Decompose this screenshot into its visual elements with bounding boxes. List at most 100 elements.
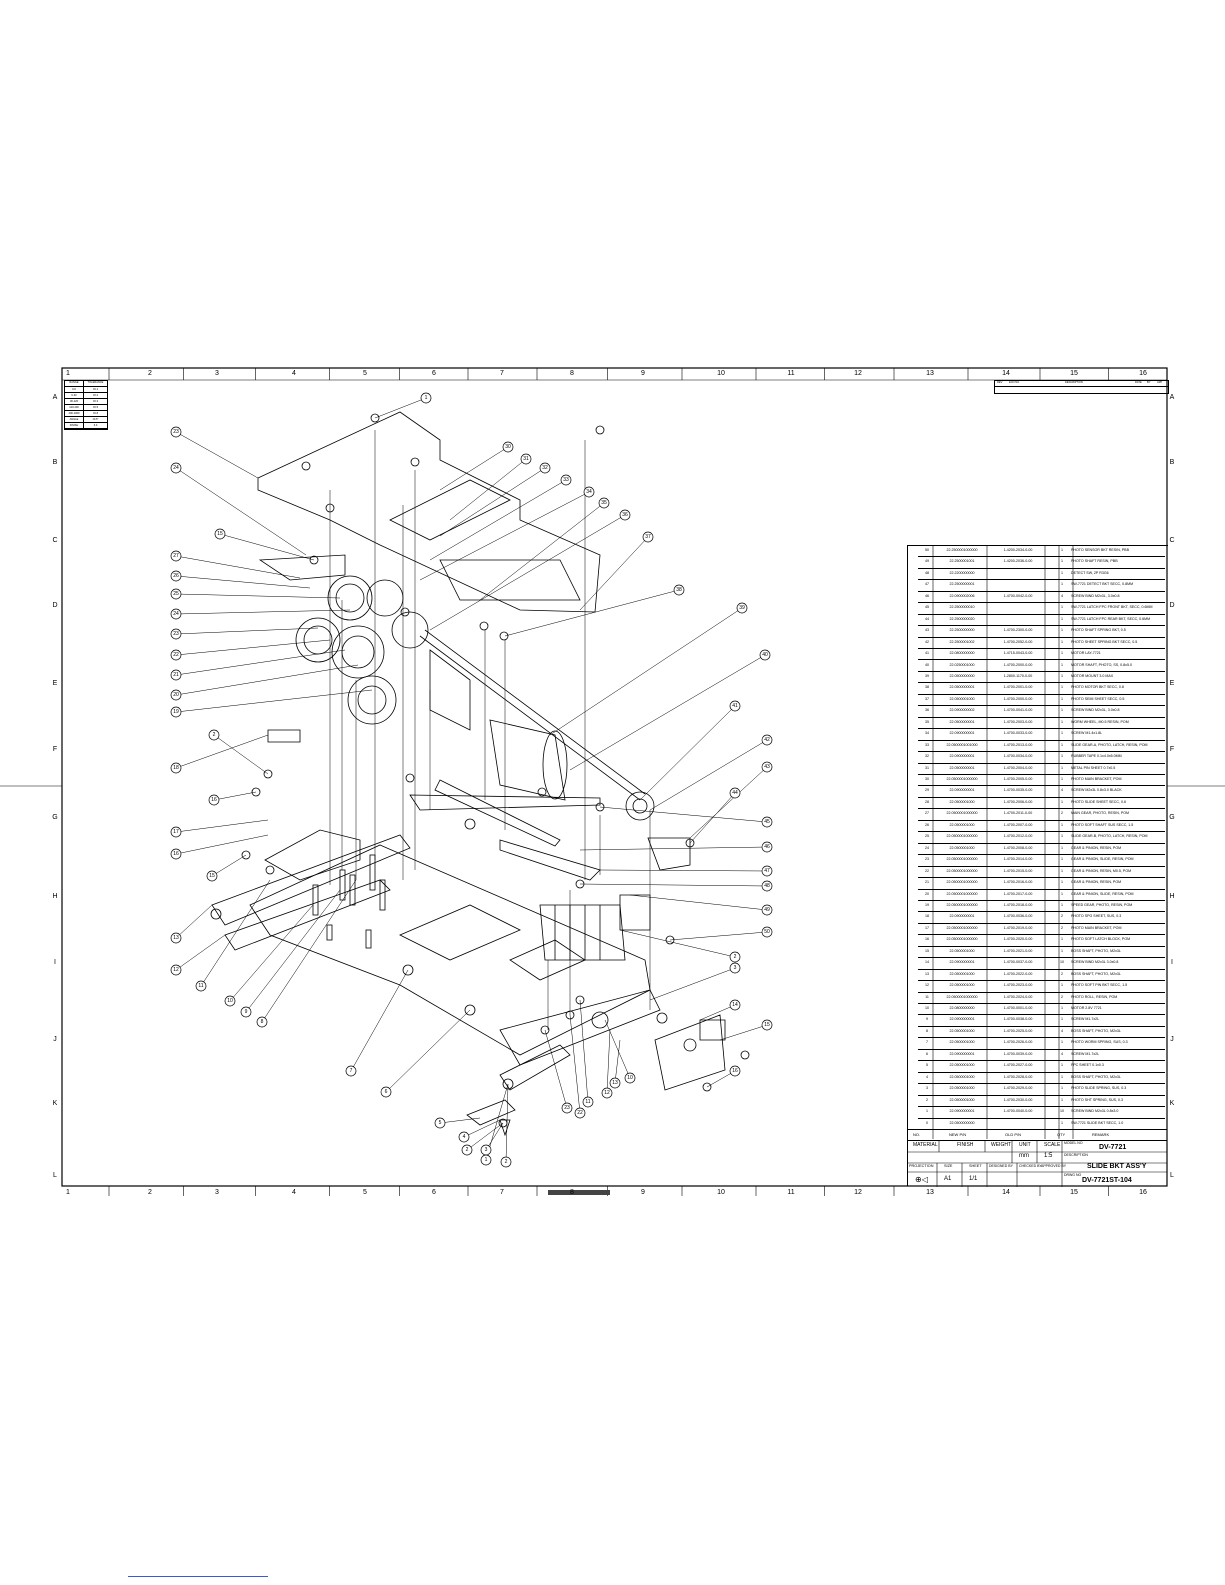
zone-label-left-L: L (53, 1172, 57, 1179)
callout-leader (579, 999, 589, 1103)
zone-label-right-L: L (1170, 1172, 1174, 1179)
rev-header-by: BY (1147, 381, 1151, 384)
callout-leader (449, 458, 527, 521)
callout-label: 12 (604, 1090, 610, 1096)
callout-balloon: 23 (170, 426, 182, 438)
callout-label: 22 (577, 1110, 583, 1116)
bom-description: PHOTO SOFT PIN BKT SECC, 1.5 (1071, 983, 1128, 988)
bom-description: SLIDE GEAR-B, PHOTO, LATCH, RESIN, POM (1071, 834, 1148, 839)
bom-old-pn: 1-4700-2004-0-00 (1003, 765, 1033, 770)
callout-balloon: 21 (170, 669, 182, 681)
callout-label: 3 (734, 965, 737, 971)
callout-label: 36 (622, 512, 628, 518)
bom-description: MAIN GEAR, PHOTO, RESIN, POM (1071, 811, 1130, 816)
bom-old-pn: 1-4700-2022-0-00 (1003, 971, 1033, 976)
zone-label-left-A: A (52, 394, 58, 401)
bom-description: PHOTO MOTOR BKT SECC, 0.8 (1071, 685, 1124, 690)
callout-leader (429, 514, 626, 631)
bom-new-pn: 22.0900000001 (949, 731, 975, 736)
tolerance-range: 0-6 (72, 388, 76, 391)
gear-22 (331, 625, 385, 679)
callout-label: 1 (425, 395, 428, 401)
bom-item-no: 39 (925, 673, 929, 678)
tolerance-range: FINISH (69, 424, 79, 427)
bom-description: BOSS SHAFT, PHOTO, M2x3L (1071, 1028, 1121, 1033)
tolerance-row: 120-400±0.5 (65, 405, 107, 411)
callout-balloon: 10 (624, 1072, 636, 1084)
bom-qty: 1 (1061, 1097, 1063, 1102)
bom-description: WORM WHEEL, M0.5 RESIN, POM (1071, 719, 1129, 724)
callout-balloon: 22 (574, 1107, 586, 1119)
bom-qty: 10 (1060, 960, 1064, 965)
bom-description: PHOTO SLIDE SHEET SECC, 0.6 (1071, 799, 1126, 804)
zone-label-left-J: J (53, 1036, 57, 1043)
callout-label: 4 (463, 1134, 466, 1140)
callout-leader (429, 479, 567, 561)
callout-balloon: 49 (761, 904, 773, 916)
callout-leader (479, 502, 605, 601)
callout-label: 23 (173, 429, 179, 435)
callout-label: 16 (173, 851, 179, 857)
callout-label: 10 (227, 998, 233, 1004)
bom-new-pn: 22.0500000000 (949, 1120, 975, 1125)
callout-leader (579, 883, 768, 887)
bom-old-pn: 1-4700-2030-0-00 (1003, 1097, 1033, 1102)
bom-old-pn: 1-4700-0033-0-00 (1003, 731, 1033, 736)
callout-leader (175, 555, 301, 579)
tolerance-header-tolerance: TOLERANCE (83, 381, 107, 386)
callout-leader (649, 739, 768, 811)
zone-label-bottom-1: 1 (66, 1189, 70, 1196)
bom-qty: 4 (1061, 1028, 1063, 1033)
bom-qty: 1 (1061, 628, 1063, 633)
zone-label-left-G: G (52, 814, 58, 821)
rev-header-date: DATE (1135, 381, 1142, 384)
callout-label: 18 (173, 765, 179, 771)
bom-qty: 1 (1061, 685, 1063, 690)
bom-new-pn: 22.0500001000000 (946, 811, 978, 816)
callout-balloon: 2 (208, 729, 220, 741)
bom-new-pn: 22.0500001000000 (946, 857, 978, 862)
bom-old-pn: 1-4700-2017-0-00 (1003, 891, 1033, 896)
bom-old-pn: 1-4700-2003-0-00 (1003, 719, 1033, 724)
callout-label: 23 (173, 631, 179, 637)
callout-label: 27 (173, 553, 179, 559)
bom-qty: 1 (1061, 857, 1063, 862)
bom-item-no: 48 (925, 570, 929, 575)
bom-item-no: 22 (925, 868, 929, 873)
bom-old-pn: 1-4700-2006-0-00 (1003, 799, 1033, 804)
bom-description: GEAR & PINION, SLIDE, RESIN, POM (1071, 857, 1134, 862)
bom-new-pn: 22.0900000001 (949, 1017, 975, 1022)
callout-label: 39 (739, 605, 745, 611)
bom-description: BOSS SHAFT, PHOTO, M2x3L (1071, 971, 1121, 976)
bom-new-pn: 22.0900000001 (949, 754, 975, 759)
bom-new-pn: 22.0500001000 (949, 799, 975, 804)
bom-grid (932, 545, 1074, 1139)
bom-qty: 1 (1061, 765, 1063, 770)
zone-ticks (108, 368, 1109, 1196)
bom-old-pn: 1-4200-2034-0-00 (1003, 548, 1033, 552)
bom-new-pn: 22.0500001000 (949, 1086, 975, 1091)
zone-label-left-K: K (52, 1100, 58, 1107)
callout-leader (669, 931, 768, 941)
bom-description: PHOTO SHAFT SPRING BKT, 0.5 (1071, 628, 1126, 633)
zone-label-bottom-13: 13 (926, 1189, 934, 1196)
callout-balloon: 38 (673, 584, 685, 596)
tb-unit-label: UNIT (1019, 1142, 1031, 1148)
callout-leader (614, 1039, 621, 1084)
bom-item-no: 32 (925, 754, 929, 759)
callout-balloon: 45 (761, 816, 773, 828)
callout-leader (579, 846, 768, 851)
bom-qty: 1 (1061, 1006, 1063, 1011)
callout-label: 20 (173, 692, 179, 698)
